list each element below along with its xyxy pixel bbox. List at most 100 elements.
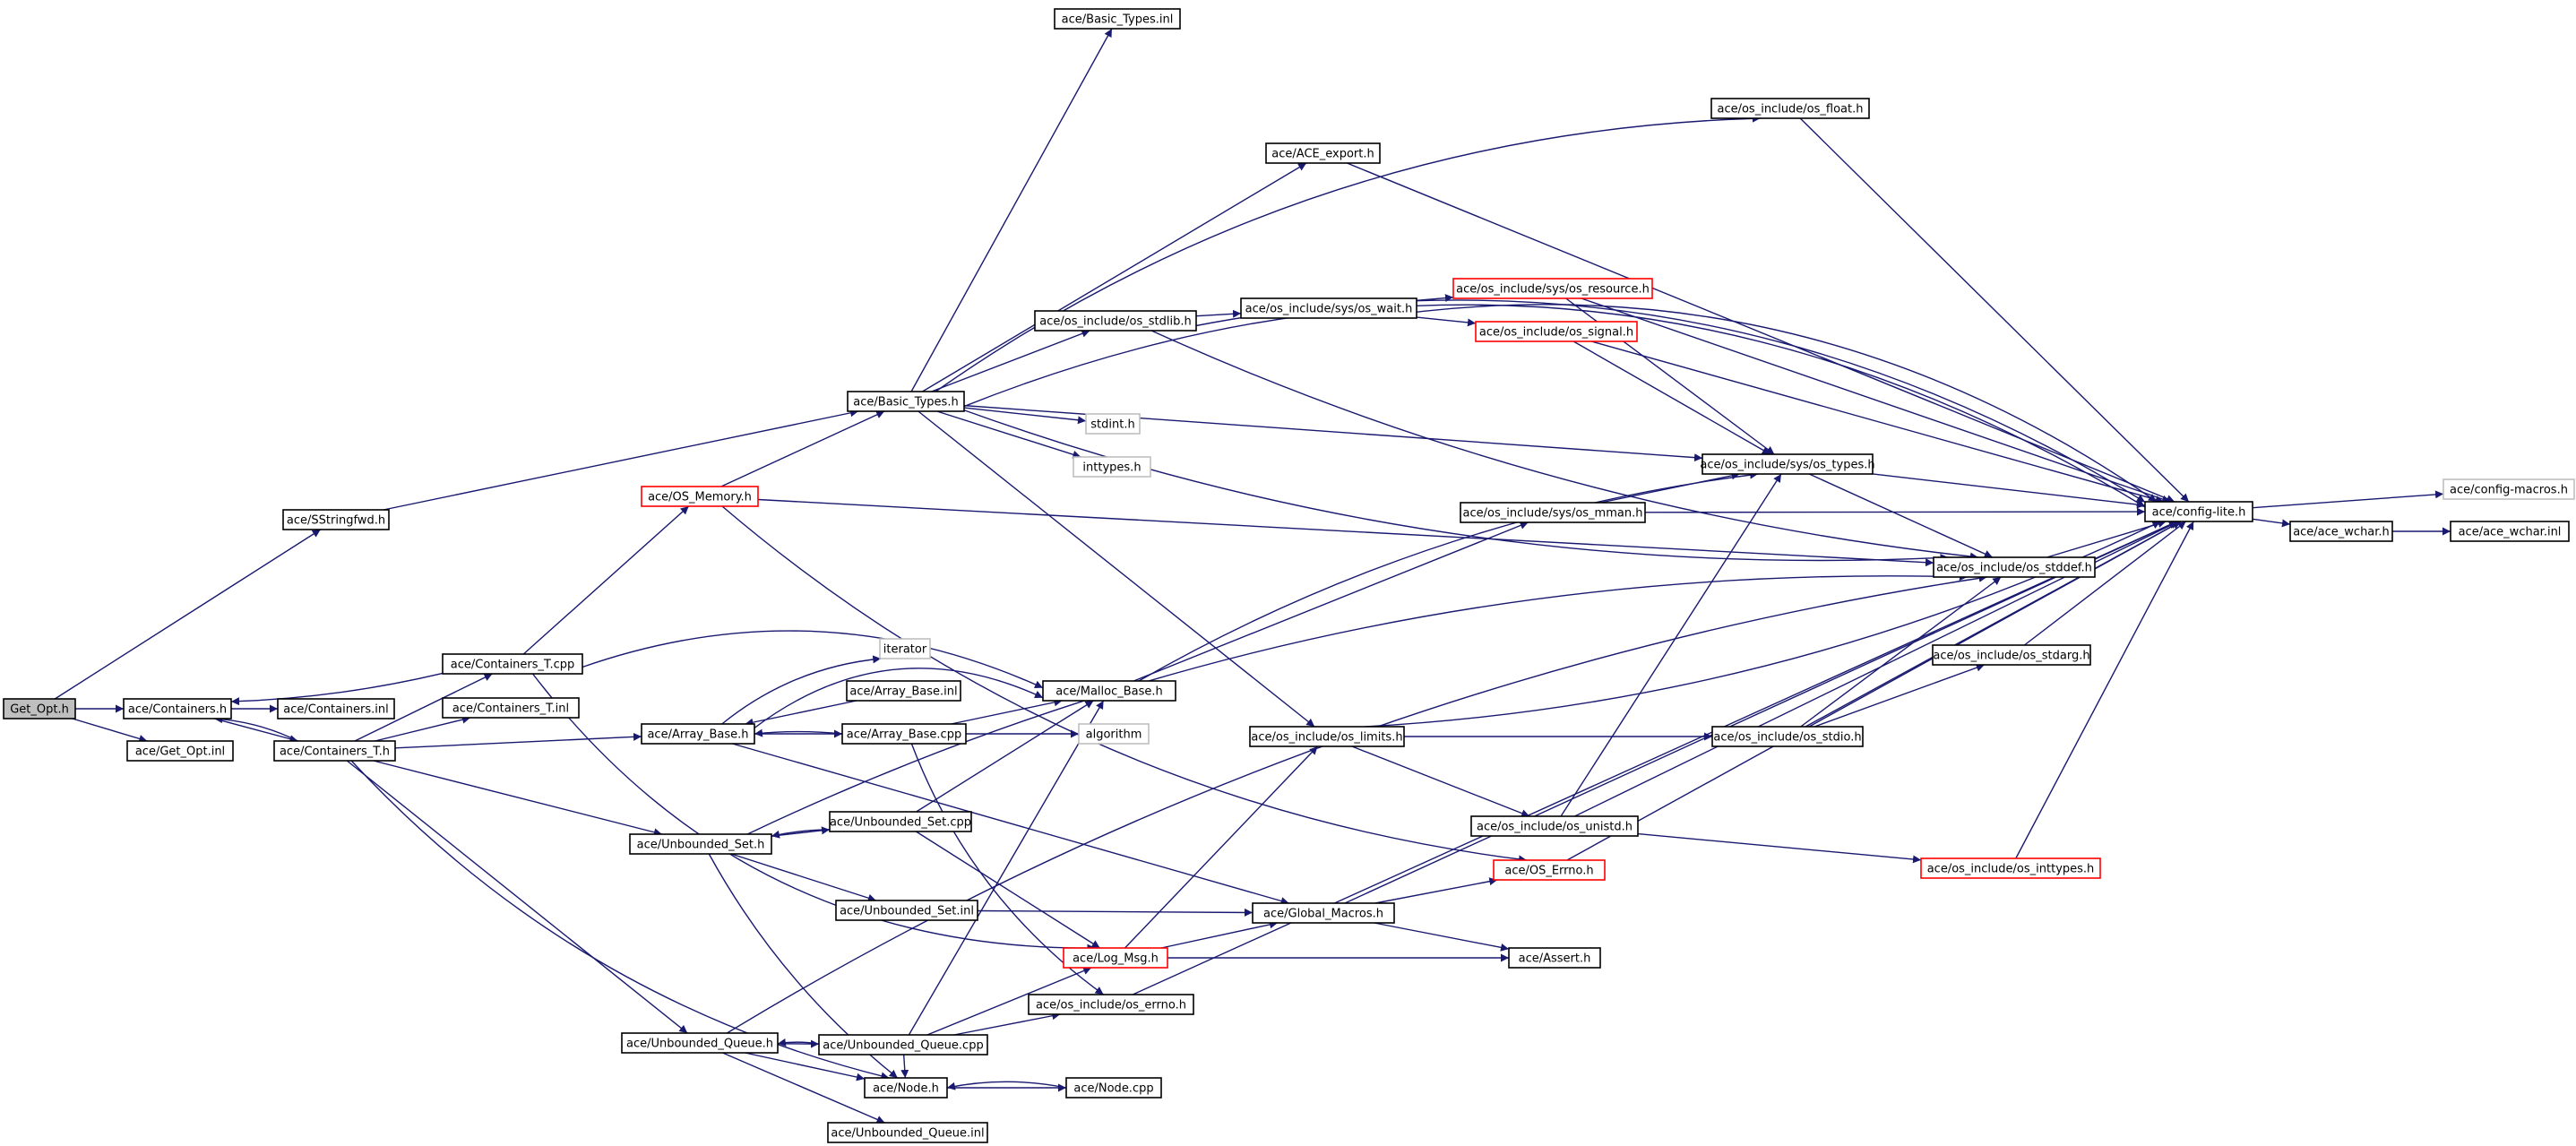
node-box: [1042, 680, 1176, 702]
node-os-include-os-errno-h[interactable]: ace/os_include/os_errno.h: [1028, 994, 1194, 1015]
node-label: ace/Unbounded_Set.inl: [840, 905, 974, 918]
node-sys-os-types-h[interactable]: ace/os_include/sys/os_types.h: [1700, 453, 1875, 475]
node-unbounded-queue-h[interactable]: ace/Unbounded_Queue.h: [621, 1032, 779, 1054]
node-stdint-h[interactable]: stdint.h: [1085, 413, 1141, 435]
node-array-base-cpp[interactable]: ace/Array_Base.cpp: [841, 723, 967, 745]
edge-malloc-base-h-to-sys-os-mman-h: [1133, 521, 1529, 682]
edge-node-cpp-to-node-h: [946, 1081, 1067, 1090]
node-node-cpp[interactable]: ace/Node.cpp: [1065, 1077, 1162, 1099]
edge-basic-types-h-to-config-lite-h: [963, 304, 2146, 508]
edge-unbounded-set-cpp-to-unbounded-set-h: [771, 829, 831, 839]
node-containers-h[interactable]: ace/Containers.h: [123, 698, 232, 719]
edge-sys-os-types-h-to-config-lite-h: [1872, 473, 2146, 509]
node-label: algorithm: [1086, 728, 1142, 742]
edge-sys-os-mman-h-to-config-lite-h: [1644, 507, 2146, 516]
node-assert-h[interactable]: ace/Assert.h: [1508, 947, 1601, 969]
node-os-stddef-h[interactable]: ace/os_include/os_stddef.h: [1933, 556, 2096, 578]
node-box: [818, 1034, 988, 1056]
edge-sys-os-wait-h-to-os-signal-h: [1416, 316, 1477, 327]
node-os-memory-h[interactable]: ace/OS_Memory.h: [641, 486, 759, 507]
edge-sys-os-types-h-to-os-stddef-h: [1808, 473, 1994, 558]
node-node-h[interactable]: ace/Node.h: [864, 1077, 948, 1099]
node-log-msg-h[interactable]: ace/Log_Msg.h: [1063, 947, 1168, 969]
edge-unbounded-set-h-to-unbounded-set-cpp: [771, 826, 831, 837]
node-label: ace/Containers.inl: [283, 703, 388, 717]
edge-os-stdio-h-to-os-stddef-h: [1800, 576, 2002, 728]
node-label: inttypes.h: [1082, 461, 1141, 475]
node-config-lite-h[interactable]: ace/config-lite.h: [2144, 501, 2253, 522]
edge-os-memory-h-to-basic-types-h: [720, 410, 885, 487]
node-label: ace/os_include/os_signal.h: [1479, 326, 1633, 340]
node-containers-t-cpp[interactable]: ace/Containers_T.cpp: [442, 653, 583, 675]
edges-layer: [54, 28, 2451, 1124]
node-box: [1063, 947, 1168, 969]
node-box: [1073, 456, 1151, 478]
edge-basic-types-h-to-os-limits-h: [918, 410, 1315, 728]
node-box: [2450, 521, 2570, 542]
node-sstringfwd-h[interactable]: ace/SStringfwd.h: [282, 509, 390, 530]
node-label: ace/OS_Memory.h: [648, 491, 752, 504]
node-ace-wchar-inl[interactable]: ace/ace_wchar.inl: [2450, 521, 2570, 542]
node-containers-t-h[interactable]: ace/Containers_T.h: [273, 740, 396, 762]
node-unbounded-queue-inl[interactable]: ace/Unbounded_Queue.inl: [827, 1122, 988, 1143]
node-box: [1932, 644, 2091, 666]
node-box: [1252, 902, 1395, 924]
node-unbounded-set-h[interactable]: ace/Unbounded_Set.h: [629, 833, 772, 855]
node-basic-types-h[interactable]: ace/Basic_Types.h: [847, 391, 965, 412]
node-iterator[interactable]: iterator: [879, 638, 931, 659]
node-sys-os-mman-h[interactable]: ace/os_include/sys/os_mman.h: [1460, 502, 1646, 523]
node-algorithm[interactable]: algorithm: [1078, 723, 1150, 745]
node-label: ace/os_include/sys/os_wait.h: [1245, 303, 1413, 316]
node-sys-os-wait-h[interactable]: ace/os_include/sys/os_wait.h: [1240, 297, 1417, 319]
edge-unbounded-set-cpp-to-log-msg-h: [915, 831, 1101, 949]
node-unbounded-queue-cpp[interactable]: ace/Unbounded_Queue.cpp: [818, 1034, 988, 1056]
node-label: ace/Array_Base.h: [647, 728, 748, 742]
node-ace-export-h[interactable]: ace/ACE_export.h: [1265, 142, 1381, 164]
node-os-signal-h[interactable]: ace/os_include/os_signal.h: [1475, 321, 1638, 342]
node-os-stdlib-h[interactable]: ace/os_include/os_stdlib.h: [1034, 310, 1197, 332]
edge-basic-types-h-to-inttypes-h: [936, 410, 1081, 459]
edge-os-inttypes-h-to-config-lite-h: [2015, 521, 2194, 859]
node-os-errno-h-top[interactable]: ace/OS_Errno.h: [1493, 859, 1606, 881]
node-os-limits-h[interactable]: ace/os_include/os_limits.h: [1249, 726, 1405, 747]
node-unbounded-set-inl[interactable]: ace/Unbounded_Set.inl: [835, 900, 978, 921]
edge-os-unistd-h-to-os-inttypes-h: [1637, 832, 1922, 864]
node-get-opt-inl[interactable]: ace/Get_Opt.inl: [126, 740, 234, 762]
edge-log-msg-h-to-global-macros-h: [1160, 920, 1279, 949]
node-os-inttypes-h[interactable]: ace/os_include/os_inttypes.h: [1920, 857, 2101, 879]
node-box: [2289, 521, 2393, 542]
node-inttypes-h[interactable]: inttypes.h: [1073, 456, 1151, 478]
edge-config-lite-h-to-config-macros-h: [2252, 490, 2444, 509]
node-ace-wchar-h[interactable]: ace/ace_wchar.h: [2289, 521, 2393, 542]
node-box: [2144, 501, 2253, 522]
node-global-macros-h[interactable]: ace/Global_Macros.h: [1252, 902, 1395, 924]
node-os-unistd-h[interactable]: ace/os_include/os_unistd.h: [1470, 815, 1639, 837]
node-config-macros-h[interactable]: ace/config-macros.h: [2442, 478, 2575, 500]
node-containers-inl[interactable]: ace/Containers.inl: [277, 698, 395, 719]
node-containers-t-inl[interactable]: ace/Containers_T.inl: [442, 697, 580, 719]
node-unbounded-set-cpp[interactable]: ace/Unbounded_Set.cpp: [829, 811, 972, 832]
edge-sys-os-resource-h-to-sys-os-types-h: [1565, 297, 1775, 455]
edge-unbounded-queue-cpp-to-node-h: [900, 1054, 909, 1079]
node-os-float-h[interactable]: ace/os_include/os_float.h: [1710, 98, 1870, 119]
node-box: [1702, 453, 1874, 475]
edge-ace-export-h-to-config-lite-h: [1347, 162, 2175, 503]
node-os-stdarg-h[interactable]: ace/os_include/os_stdarg.h: [1932, 644, 2091, 666]
node-malloc-base-h[interactable]: ace/Malloc_Base.h: [1042, 680, 1176, 702]
node-label: ace/Basic_Types.inl: [1062, 13, 1174, 27]
node-label: ace/os_include/sys/os_resource.h: [1456, 283, 1650, 297]
node-basic-types-inl[interactable]: ace/Basic_Types.inl: [1054, 8, 1181, 30]
node-box: [641, 723, 755, 745]
node-sys-os-resource-h[interactable]: ace/os_include/sys/os_resource.h: [1452, 278, 1653, 299]
node-label: ace/Unbounded_Set.h: [637, 839, 765, 852]
node-array-base-h[interactable]: ace/Array_Base.h: [641, 723, 755, 745]
node-label: ace/config-lite.h: [2152, 506, 2246, 520]
edge-basic-types-h-to-ace-export-h: [922, 162, 1307, 392]
edge-array-base-h-to-malloc-base-h: [754, 668, 1044, 728]
node-box: [1460, 502, 1646, 523]
node-label: stdint.h: [1090, 418, 1134, 432]
node-array-base-inl[interactable]: ace/Array_Base.inl: [846, 680, 961, 702]
node-box: [829, 811, 972, 832]
node-os-stdio-h[interactable]: ace/os_include/os_stdio.h: [1711, 726, 1864, 747]
node-get-opt-h[interactable]: Get_Opt.h: [3, 698, 76, 719]
